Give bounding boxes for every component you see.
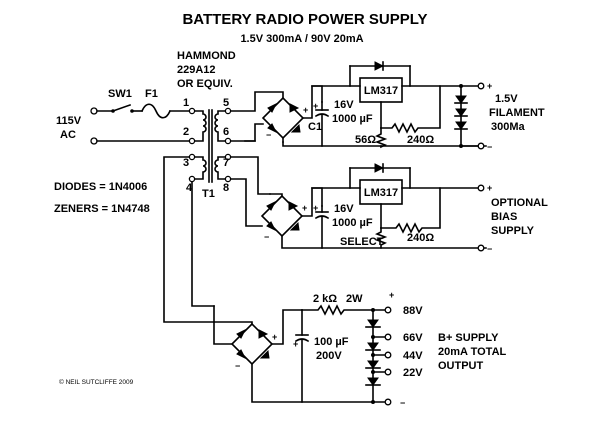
bplus-66v-terminal: [384, 333, 392, 341]
filament-cap-ref: C1: [308, 121, 322, 133]
bplus-tap-66v: 66V: [403, 332, 423, 344]
filament-output-minus-terminal: [477, 142, 485, 150]
pin-4-label: 4: [186, 182, 193, 194]
fuse-f1: [140, 103, 172, 119]
filament-out-plus: +: [487, 81, 492, 91]
bplus-label-line2: 20mA TOTAL: [438, 346, 507, 358]
pin-5-label: 5: [223, 97, 229, 109]
input-voltage-label: 115V: [56, 115, 82, 127]
bias-output-plus-terminal: [477, 184, 485, 192]
ac-input-terminal-2: [90, 137, 98, 145]
bplus-resistor-power: 2W: [346, 293, 363, 305]
bplus-label-line3: OUTPUT: [438, 360, 484, 372]
filament-output-voltage: 1.5V: [495, 93, 518, 105]
bplus-cap-value: 100 µF: [314, 336, 349, 348]
bplus-out-plus: +: [389, 290, 394, 300]
filament-resistor-low-label: 56Ω: [355, 134, 376, 146]
bias-out-minus: −: [487, 244, 492, 254]
bias-resistor-240: [380, 187, 441, 234]
filament-output-name: FILAMENT: [489, 107, 545, 119]
switch-label: SW1: [108, 88, 132, 100]
c1-plus: +: [313, 101, 318, 111]
zeners-note: ZENERS = 1N4748: [54, 203, 150, 215]
pin-6-label: 6: [223, 126, 229, 138]
filament-resistor-high-label: 240Ω: [407, 134, 434, 146]
bias-output-minus-terminal: [477, 244, 485, 252]
bplus-22v-terminal: [384, 368, 392, 376]
bplus-bridge-plus: +: [272, 332, 277, 342]
fuse-label: F1: [145, 88, 158, 100]
bplus-resistor: [301, 304, 386, 316]
filament-resistor-56: [380, 85, 441, 134]
bias-resistor-high-label: 240Ω: [407, 232, 434, 244]
bplus-tap-44v: 44V: [403, 350, 423, 362]
diagram-title: BATTERY RADIO POWER SUPPLY: [182, 11, 427, 28]
bplus-label-line1: B+ SUPPLY: [438, 332, 499, 344]
bias-bridge-minus: −: [264, 232, 269, 242]
bias-out-plus: +: [487, 183, 492, 193]
copyright-notice: © NEIL SUTCLIFFE 2009: [59, 378, 134, 386]
filament-cap-value: 1000 µF: [332, 113, 373, 125]
filament-resistor-240: [374, 127, 388, 149]
filament-bridge-plus: +: [303, 105, 308, 115]
input-type-label: AC: [60, 129, 76, 141]
bplus-tap-88v: 88V: [403, 305, 423, 317]
bplus-cap-voltage: 200V: [316, 350, 342, 362]
bplus-ground-terminal: [384, 398, 392, 406]
bplus-tap-22v: 22V: [403, 367, 423, 379]
bias-bridge-rectifier: [260, 194, 304, 238]
bias-resistor-select: [374, 227, 388, 249]
bplus-capacitor: [294, 334, 310, 403]
filament-diode-stack: [454, 85, 468, 147]
bplus-88v-terminal: [384, 306, 392, 314]
filament-cap-voltage: 16V: [334, 99, 354, 111]
bias-cap-voltage: 16V: [334, 203, 354, 215]
filament-output-current: 300Ma: [491, 121, 526, 133]
pin-3-label: 3: [183, 157, 189, 169]
bplus-44v-terminal: [384, 351, 392, 359]
bias-label-line2: BIAS: [491, 211, 517, 223]
bias-capacitor: [314, 205, 330, 249]
transformer-make: HAMMOND: [177, 50, 236, 62]
filament-bridge-rectifier: [261, 96, 305, 140]
pin-8-label: 8: [223, 182, 229, 194]
transformer-model: 229A12: [177, 64, 216, 76]
bias-bridge-plus: +: [302, 203, 307, 213]
pin-1-label: 1: [183, 97, 189, 109]
bias-cap-value: 1000 µF: [332, 217, 373, 229]
bias-regulator-label: LM317: [364, 187, 398, 199]
filament-bridge-minus: −: [266, 130, 271, 140]
bias-label-line3: SUPPLY: [491, 225, 535, 237]
capacitor-c1: [314, 101, 330, 147]
bplus-cap-plus: +: [293, 339, 298, 349]
filament-out-minus: −: [487, 142, 492, 152]
bplus-bridge-minus: −: [235, 361, 240, 371]
transformer-equiv: OR EQUIV.: [177, 78, 233, 90]
bplus-resistor-label: 2 kΩ: [313, 293, 337, 305]
ac-input-terminal-1: [90, 107, 98, 115]
bplus-bridge-rectifier: [230, 322, 274, 366]
bplus-out-minus: −: [400, 398, 405, 408]
transformer-ref: T1: [202, 188, 215, 200]
transformer-t1: [188, 107, 232, 183]
switch-sw1: [96, 103, 134, 113]
filament-output-plus-terminal: [477, 82, 485, 90]
filament-regulator-label: LM317: [364, 85, 398, 97]
pin-2-label: 2: [183, 126, 189, 138]
bias-cap-plus: +: [313, 203, 318, 213]
diagram-subtitle: 1.5V 300mA / 90V 20mA: [240, 33, 363, 45]
filament-regulator: [349, 61, 411, 103]
diodes-note: DIODES = 1N4006: [54, 181, 147, 193]
bias-label-line1: OPTIONAL: [491, 197, 548, 209]
pin-7-label: 7: [223, 157, 229, 169]
bias-resistor-low-label: SELECT: [340, 236, 384, 248]
